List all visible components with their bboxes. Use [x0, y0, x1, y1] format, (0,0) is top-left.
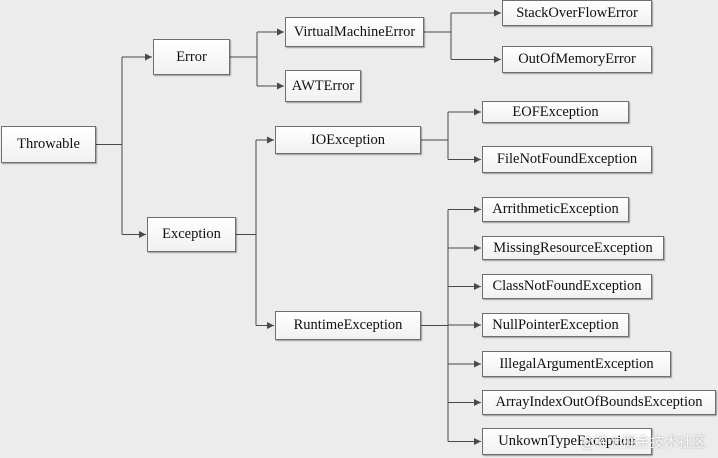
node-array-index-out-of-bounds-exception: ArrayIndexOutOfBoundsException [482, 390, 716, 415]
node-file-not-found-exception: FileNotFoundException [482, 146, 652, 173]
node-unkown-type-exception: UnkownTypeException [482, 428, 652, 455]
node-error: Error [153, 39, 230, 75]
node-stack-overflow-error: StackOverFlowError [502, 0, 652, 26]
node-eof-exception: EOFException [482, 101, 629, 123]
node-awt-error: AWTError [285, 70, 361, 102]
node-io-exception: IOException [275, 126, 421, 154]
node-virtual-machine-error: VirtualMachineError [285, 17, 424, 47]
node-null-pointer-exception: NullPointerException [482, 313, 629, 337]
node-class-not-found-exception: ClassNotFoundException [482, 274, 652, 299]
node-missing-resource-exception: MissingResourceException [482, 236, 664, 260]
node-runtime-exception: RuntimeException [275, 311, 421, 340]
node-throwable: Throwable [1, 126, 96, 163]
node-illegal-argument-exception: IllegalArgumentException [482, 351, 671, 377]
watermark: @稀土掘金技术社区 [580, 435, 706, 451]
node-exception: Exception [147, 217, 236, 252]
node-arithmetic-exception: ArrithmeticException [482, 197, 629, 222]
node-out-of-memory-error: OutOfMemoryError [502, 46, 652, 73]
